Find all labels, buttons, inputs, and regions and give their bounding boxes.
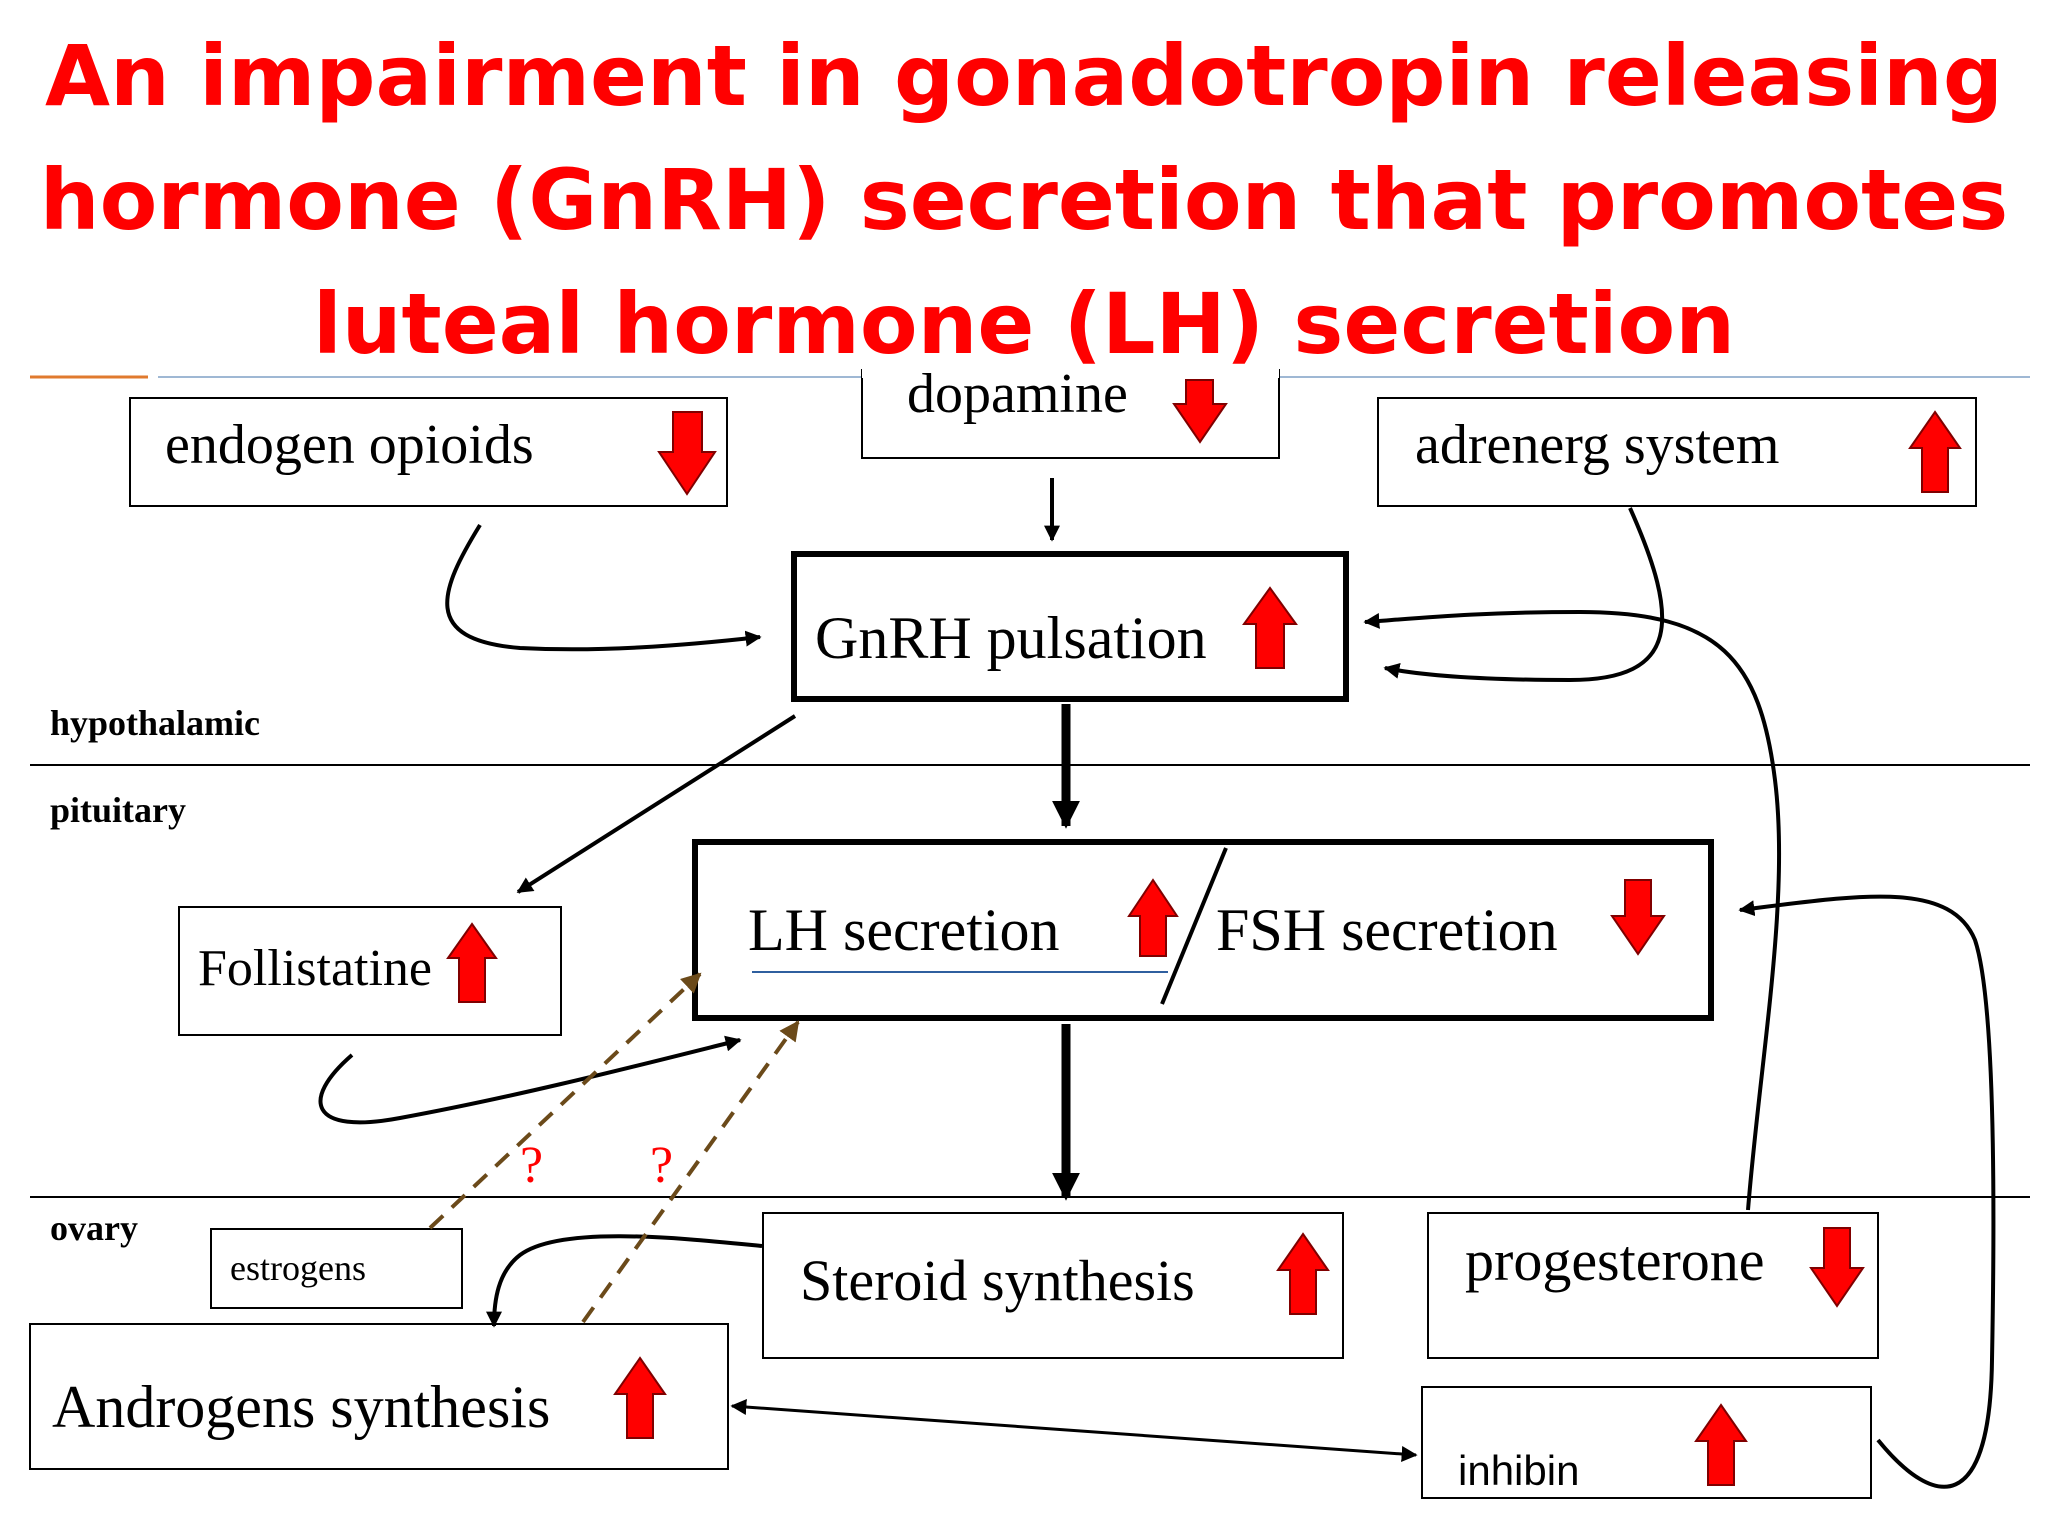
node-dopamine-label: dopamine — [907, 363, 1128, 425]
arrow-down-icon — [1610, 879, 1666, 956]
node-adrenerg-system: adrenerg system — [1377, 397, 1977, 507]
node-follistatine-label: Follistatine — [198, 940, 432, 997]
arrow-up-icon — [613, 1356, 667, 1439]
node-adrenerg-system-label: adrenerg system — [1415, 414, 1779, 476]
slide-title-line-3: luteal hormone (LH) secretion — [312, 275, 1736, 373]
node-lh-secretion-label: LH secretion — [748, 897, 1060, 963]
node-inhibin: inhibin — [1421, 1386, 1872, 1499]
question-mark-1: ? — [520, 1137, 543, 1194]
level-label-pituitary: pituitary — [50, 790, 186, 830]
node-estrogens: estrogens — [210, 1228, 463, 1309]
arrow-up-icon — [1276, 1232, 1330, 1315]
node-estrogens-label: estrogens — [230, 1248, 366, 1288]
arrow-down-icon — [657, 411, 717, 496]
node-gnrh-pulsation-label: GnRH pulsation — [815, 605, 1207, 671]
dashed-estrogens-to-lh — [428, 972, 702, 1230]
connector-follistatine-to-lh — [318, 1035, 742, 1125]
connector-androgens-inhibin — [730, 1399, 1418, 1462]
slide-title-line-1: An impairment in gonadotropin releasing — [45, 27, 2003, 125]
node-gnrh-pulsation: GnRH pulsation — [791, 551, 1349, 702]
question-mark-2: ? — [650, 1137, 673, 1194]
connector-adrenerg-to-gnrh — [1383, 507, 1665, 683]
level-label-hypothalamic: hypothalamic — [50, 703, 260, 743]
node-progesterone: progesterone — [1427, 1212, 1879, 1359]
slide-title-line-2: hormone (GnRH) secretion that promotes — [39, 151, 2009, 249]
arrow-down-icon — [1809, 1227, 1865, 1308]
connector-progesterone-to-gnrh — [1363, 609, 1782, 1211]
node-endogen-opioids: endogen opioids — [129, 397, 728, 507]
node-fsh-secretion-label: FSH secretion — [1216, 897, 1558, 963]
node-androgens-synthesis-label: Androgens synthesis — [52, 1374, 550, 1440]
dashed-androgens-to-lh — [581, 1020, 800, 1324]
connector-steroid-to-androgens — [486, 1234, 763, 1328]
slide-title: An impairment in gonadotropin releasing … — [0, 14, 2048, 386]
level-label-ovary: ovary — [50, 1208, 138, 1248]
arrow-up-icon — [1127, 878, 1179, 957]
node-dopamine: dopamine — [861, 363, 1280, 459]
connector-opioids-to-gnrh — [445, 523, 762, 652]
lh-fsh-divider — [1160, 847, 1228, 1005]
arrow-up-icon — [1908, 410, 1962, 493]
node-lh-fsh-secretion: LH secretion FSH secretion — [692, 839, 1714, 1021]
node-steroid-synthesis-label: Steroid synthesis — [800, 1248, 1195, 1313]
node-follistatine: Follistatine — [178, 906, 562, 1036]
node-progesterone-label: progesterone — [1465, 1228, 1765, 1293]
arrow-up-icon — [1694, 1403, 1748, 1486]
connector-gnrh-to-follistatine — [516, 714, 797, 894]
arrow-up-icon — [1242, 586, 1298, 669]
node-steroid-synthesis: Steroid synthesis — [762, 1212, 1344, 1359]
node-androgens-synthesis: Androgens synthesis — [29, 1323, 729, 1470]
connector-inhibin-to-fsh — [1738, 894, 1996, 1489]
node-endogen-opioids-label: endogen opioids — [165, 414, 534, 476]
arrow-up-icon — [446, 922, 498, 1003]
node-inhibin-label: inhibin — [1458, 1447, 1579, 1494]
arrow-down-icon — [1172, 379, 1228, 444]
